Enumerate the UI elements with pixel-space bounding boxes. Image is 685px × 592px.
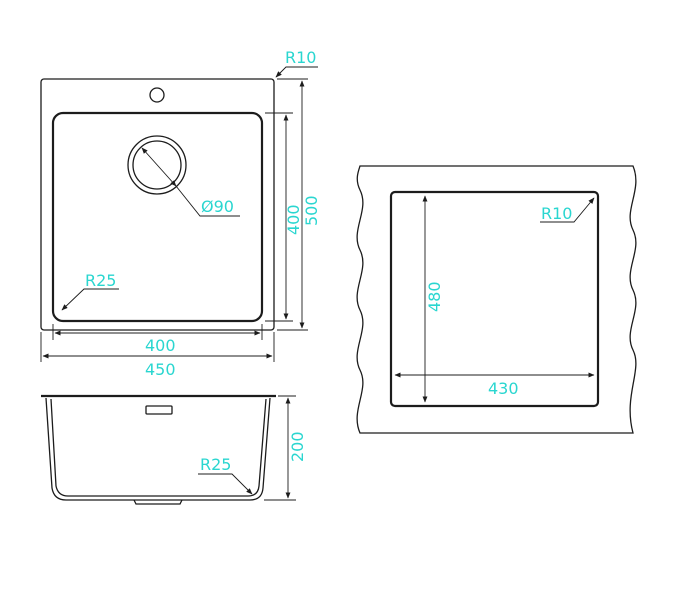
- cutout-height-label: 480: [425, 281, 444, 312]
- total-height-label: 500: [302, 195, 321, 226]
- drain-bottom: [133, 499, 183, 505]
- cutout-view: R10 480 430: [356, 165, 637, 434]
- bowl-radius-leader: [61, 288, 119, 311]
- cutout-radius-leader: [540, 197, 595, 223]
- drain-diameter-arrow: [141, 147, 177, 187]
- total-width-label: 450: [145, 360, 176, 379]
- tap-hole: [149, 87, 165, 103]
- countertop-outline: [356, 165, 637, 434]
- bottom-radius-leader: [198, 473, 253, 495]
- sink-outer-rim: [40, 78, 275, 331]
- overflow-slot: [145, 405, 173, 415]
- bowl-height-label: 400: [284, 204, 303, 235]
- side-view: 200 R25: [41, 394, 307, 505]
- top-view: Ø90 R10 R25 400 500 400 450: [40, 48, 321, 379]
- drain-diameter-label: Ø90: [201, 197, 234, 216]
- cutout-radius-label: R10: [541, 204, 572, 223]
- bowl-width-label: 400: [145, 336, 176, 355]
- sink-bowl: [51, 111, 264, 323]
- sink-inner-profile: [50, 398, 267, 497]
- sink-body-profile: [45, 397, 271, 501]
- drain-outer-ring: [127, 135, 187, 195]
- drain-diameter-leader: [175, 185, 240, 217]
- drain-inner-ring: [132, 140, 182, 190]
- cutout-width-label: 430: [488, 379, 519, 398]
- cutout-opening: [389, 190, 600, 408]
- corner-radius-leader: [275, 66, 318, 78]
- bowl-radius-label: R25: [85, 271, 116, 290]
- bottom-radius-label: R25: [200, 455, 231, 474]
- corner-radius-label: R10: [285, 48, 316, 67]
- depth-label: 200: [288, 431, 307, 462]
